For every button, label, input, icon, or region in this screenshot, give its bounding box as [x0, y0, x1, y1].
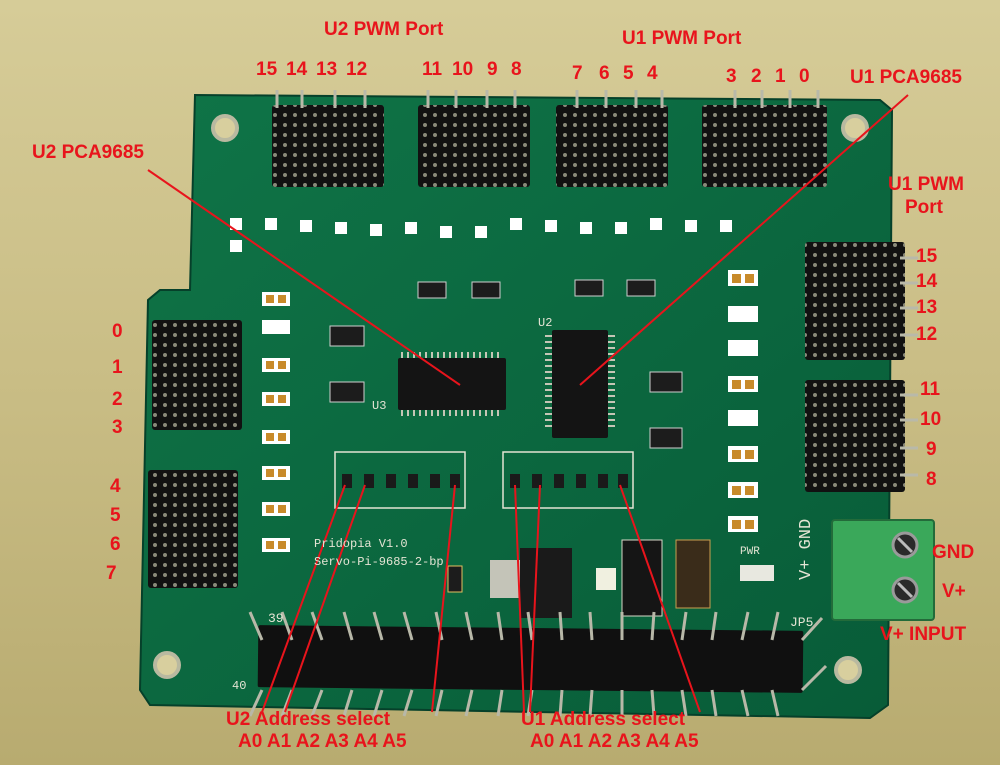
right-servo-headers [805, 242, 905, 492]
silk-brand: Pridopia V1.0 [314, 537, 408, 551]
left-channel-number: 0 [112, 321, 123, 342]
top-channel-number: 11 [422, 59, 443, 80]
right-channel-number: 12 [916, 324, 938, 345]
gpio-header [248, 611, 828, 717]
top-channel-number: 8 [511, 59, 522, 80]
label-u2-address-bits: A0 A1 A2 A3 A4 A5 [238, 731, 407, 752]
top-channel-number: 5 [623, 63, 634, 84]
address-select-resistors [334, 451, 634, 509]
left-channel-number: 6 [110, 534, 121, 555]
led-pad-copper-right [732, 274, 754, 529]
top-channel-number: 1 [775, 66, 786, 87]
label-u1-pwm-right-line1: U1 PWM [888, 174, 964, 195]
silk-u2: U2 [538, 316, 553, 330]
left-channel-number: 7 [106, 563, 117, 584]
top-channel-number: 2 [751, 66, 762, 87]
top-channel-number: 9 [487, 59, 498, 80]
top-channel-number: 7 [572, 63, 583, 84]
top-channel-number: 14 [286, 59, 308, 80]
silk-pwr: PWR [740, 546, 760, 558]
power-components [447, 539, 774, 618]
label-gnd: GND [932, 542, 975, 563]
top-channel-number: 10 [452, 59, 474, 80]
label-u2-address-select: U2 Address select [226, 709, 391, 730]
silk-jp5: JP5 [790, 615, 814, 630]
label-vplus-input: V+ INPUT [880, 624, 967, 645]
top-channel-number: 0 [799, 66, 810, 87]
power-terminal-block [831, 519, 935, 621]
right-pin-stubs [900, 256, 918, 477]
top-channel-number: 15 [256, 59, 278, 80]
top-channel-number: 6 [599, 63, 610, 84]
label-u1-address-select: U1 Address select [521, 709, 686, 730]
resistor-networks [329, 279, 683, 449]
top-servo-headers [272, 105, 827, 187]
label-u1-pca9685: U1 PCA9685 [850, 67, 962, 88]
silk-pin39: 39 [268, 611, 284, 626]
mounting-holes [153, 114, 869, 684]
right-channel-number: 13 [916, 297, 938, 318]
left-channel-number: 4 [110, 476, 121, 497]
label-u2-pca9685: U2 PCA9685 [32, 142, 144, 163]
left-channel-number: 2 [112, 389, 123, 410]
right-channel-number: 10 [920, 409, 942, 430]
silk-u3: U3 [372, 399, 387, 413]
right-channel-number: 9 [926, 439, 937, 460]
label-u2-pwm-port: U2 PWM Port [324, 19, 444, 40]
pcb-outline [138, 93, 894, 720]
label-u1-address-bits: A0 A1 A2 A3 A4 A5 [530, 731, 699, 752]
label-u1-pwm-right-line2: Port [905, 197, 943, 218]
right-channel-number: 8 [926, 469, 937, 490]
led-pad-copper-left [266, 295, 286, 549]
silk-model: Servo-Pi-9685-2-bp [314, 555, 444, 569]
left-channel-number: 5 [110, 505, 121, 526]
led-pads-top [230, 218, 732, 252]
silk-pin40: 40 [232, 679, 247, 693]
left-channel-number: 3 [112, 417, 123, 438]
label-vplus: V+ [942, 581, 966, 602]
left-servo-headers [148, 320, 242, 588]
top-pin-stubs [275, 90, 820, 108]
top-channel-number: 13 [316, 59, 338, 80]
top-channel-number: 4 [647, 63, 658, 84]
left-channel-number: 1 [112, 357, 123, 378]
right-channel-number: 11 [920, 379, 941, 400]
label-u1-pwm-port-top: U1 PWM Port [622, 28, 742, 49]
top-channel-number: 3 [726, 66, 737, 87]
right-channel-number: 15 [916, 246, 938, 267]
silk-vgnd: V+ GND [797, 518, 816, 580]
annotation-lines [147, 94, 909, 713]
right-channel-number: 14 [916, 271, 938, 292]
top-channel-number: 12 [346, 59, 368, 80]
